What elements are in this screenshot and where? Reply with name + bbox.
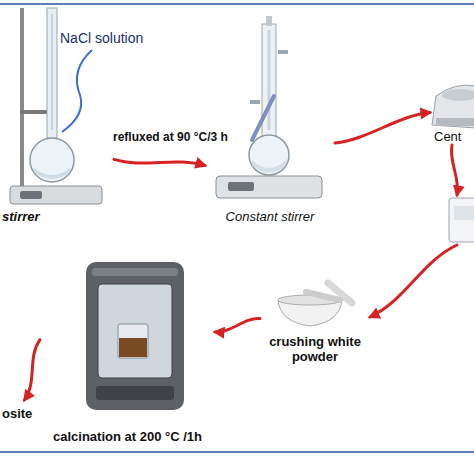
- stage-label: calcination at 200 °C /1h: [53, 429, 202, 445]
- process-stage: osite: [2, 400, 47, 422]
- flow-arrow: [370, 245, 457, 317]
- process-stage: crushing white powder: [260, 285, 370, 365]
- process-stage: Cent: [430, 80, 474, 145]
- frame: [0, 4, 474, 452]
- flow-arrow: [335, 113, 430, 144]
- mortar-and-pestle: [278, 283, 352, 326]
- stage-label: osite: [2, 406, 32, 422]
- furnace: [86, 262, 184, 410]
- process-stage: [440, 195, 474, 245]
- stage-label: Constant stirrer: [226, 209, 315, 225]
- process-stage: stirrer: [2, 20, 114, 225]
- process-stage: calcination at 200 °C /1h: [40, 250, 215, 445]
- edge-label: refluxed at 90 °C/3 h: [112, 130, 229, 144]
- stage-label: stirrer: [2, 209, 40, 225]
- flow-arrow: [114, 159, 205, 165]
- centrifuge: [432, 85, 474, 128]
- process-stage: Constant stirrer: [205, 20, 335, 225]
- stage-label: crushing white powder: [265, 334, 365, 365]
- flow-arrow: [215, 319, 260, 332]
- callout-label: NaCl solution: [60, 30, 143, 47]
- flow-arrow: [25, 340, 41, 400]
- stage-label: Cent: [434, 129, 461, 145]
- flow-arrow: [451, 145, 457, 195]
- drying-device: [449, 198, 474, 242]
- stirrer-apparatus: [216, 16, 322, 198]
